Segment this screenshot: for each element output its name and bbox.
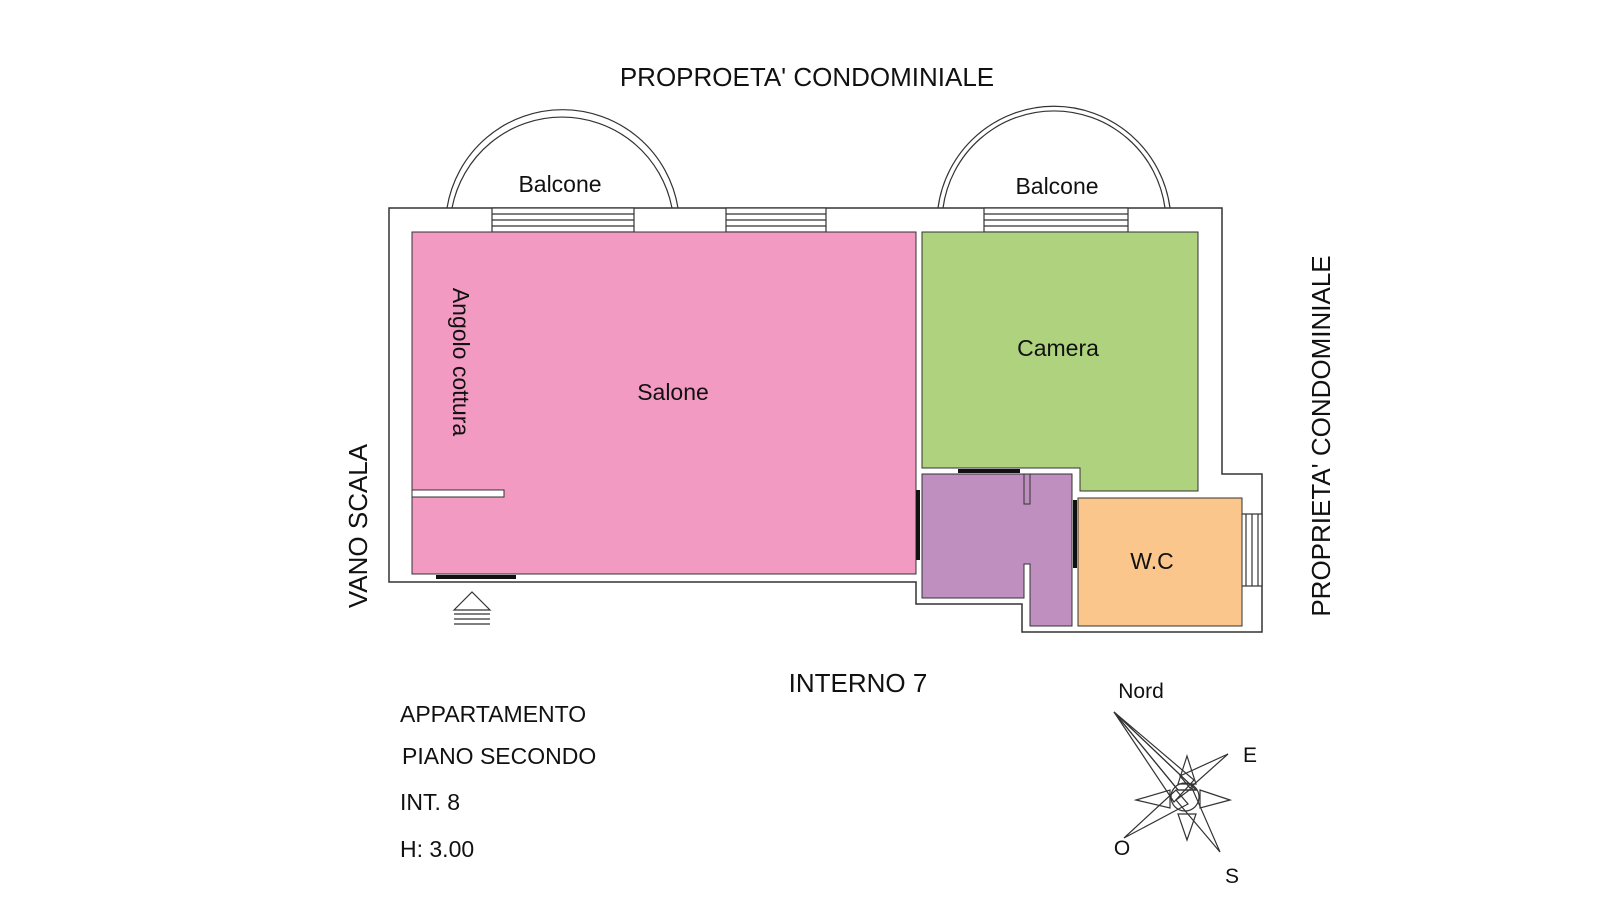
compass-rose-icon [1113,711,1233,853]
room-wc [1077,497,1243,627]
room-camera [921,231,1199,492]
label-north-neighbor: PROPROETA' CONDOMINIALE [620,62,994,92]
kitchen-partition [411,489,505,498]
entrance-arrow-icon [452,591,492,625]
balcony-arc-left [446,109,679,209]
info-floor: PIANO SECONDO [402,743,596,769]
room-salone [411,231,917,575]
balcony-arc-right [937,105,1171,209]
label-stairwell: VANO SCALA [343,443,373,608]
compass-south: S [1225,865,1239,888]
label-balcony-right: Balcone [1015,173,1098,199]
info-type: APPARTAMENTO [400,701,586,727]
window-salone [725,207,827,233]
compass-north: Nord [1118,680,1164,703]
label-south-neighbor: INTERNO 7 [789,668,928,698]
label-camera: Camera [1017,335,1099,361]
salone-floor [411,231,917,575]
compass-east: E [1243,744,1257,767]
label-wc: W.C [1130,548,1173,574]
label-east-neighbor: PROPRIETA' CONDOMINIALE [1306,255,1336,616]
compass-west: O [1114,837,1130,860]
window-balcony-right [983,207,1129,233]
info-unit: INT. 8 [400,789,460,815]
room-disimpegno [921,473,1073,627]
outer-wall [388,207,1263,633]
balcony-arc-left-inner [451,116,673,209]
balcony-arc-right-inner [942,110,1166,209]
window-balcony-left [491,207,635,233]
window-wc [1239,513,1263,587]
label-balcony-left: Balcone [518,171,601,197]
label-salone: Salone [637,379,709,405]
info-height: H: 3.00 [400,836,474,862]
label-kitchen: Angolo cottura [448,288,474,437]
